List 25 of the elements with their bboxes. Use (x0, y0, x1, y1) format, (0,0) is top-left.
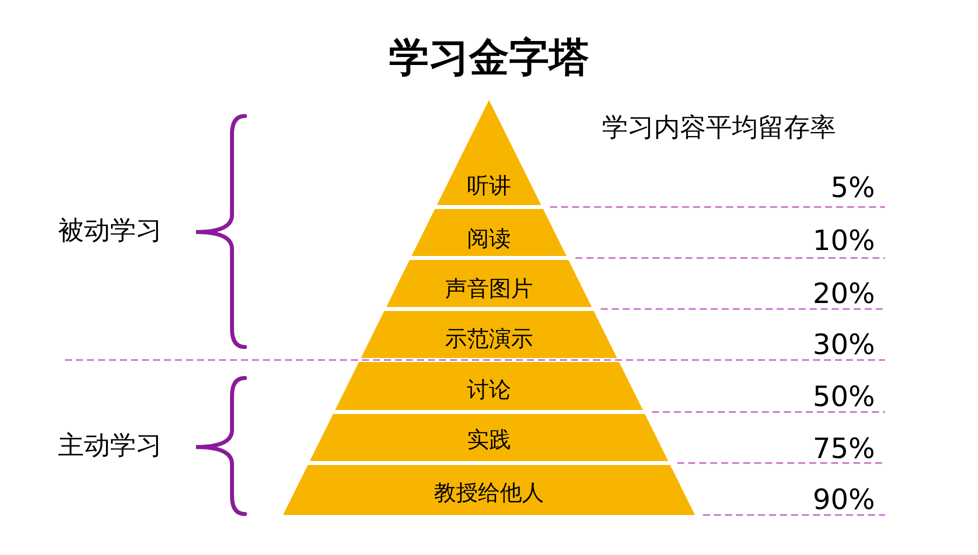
layer-label: 实践 (466, 430, 512, 452)
percentage-label: 75% (812, 435, 875, 463)
percentage-label: 20% (812, 280, 875, 308)
pyramid-layer (436, 100, 542, 205)
layer-label: 教授给他人 (433, 483, 545, 505)
group-label: 主动学习 (58, 433, 162, 459)
pyramid-layer (283, 465, 695, 515)
percentage-label: 30% (812, 331, 875, 359)
layer-label: 声音图片 (444, 279, 534, 301)
percentage-label: 50% (812, 383, 875, 411)
title: 学习金字塔 (388, 38, 590, 78)
pyramid-layer (309, 414, 669, 461)
pyramid-layer (335, 362, 643, 410)
layer-label: 听讲 (466, 176, 512, 198)
column-heading: 学习内容平均留存率 (602, 115, 836, 141)
percentage-label: 5% (830, 174, 875, 202)
group-label: 被动学习 (58, 218, 162, 244)
layer-label: 示范演示 (444, 329, 534, 351)
pyramid-layer (386, 260, 592, 307)
layer-label: 讨论 (466, 380, 512, 402)
pyramid-layer (411, 209, 567, 256)
layer-label: 阅读 (466, 229, 512, 251)
pyramid-layer (360, 311, 618, 358)
percentage-label: 90% (812, 486, 875, 514)
percentage-label: 10% (812, 227, 875, 255)
